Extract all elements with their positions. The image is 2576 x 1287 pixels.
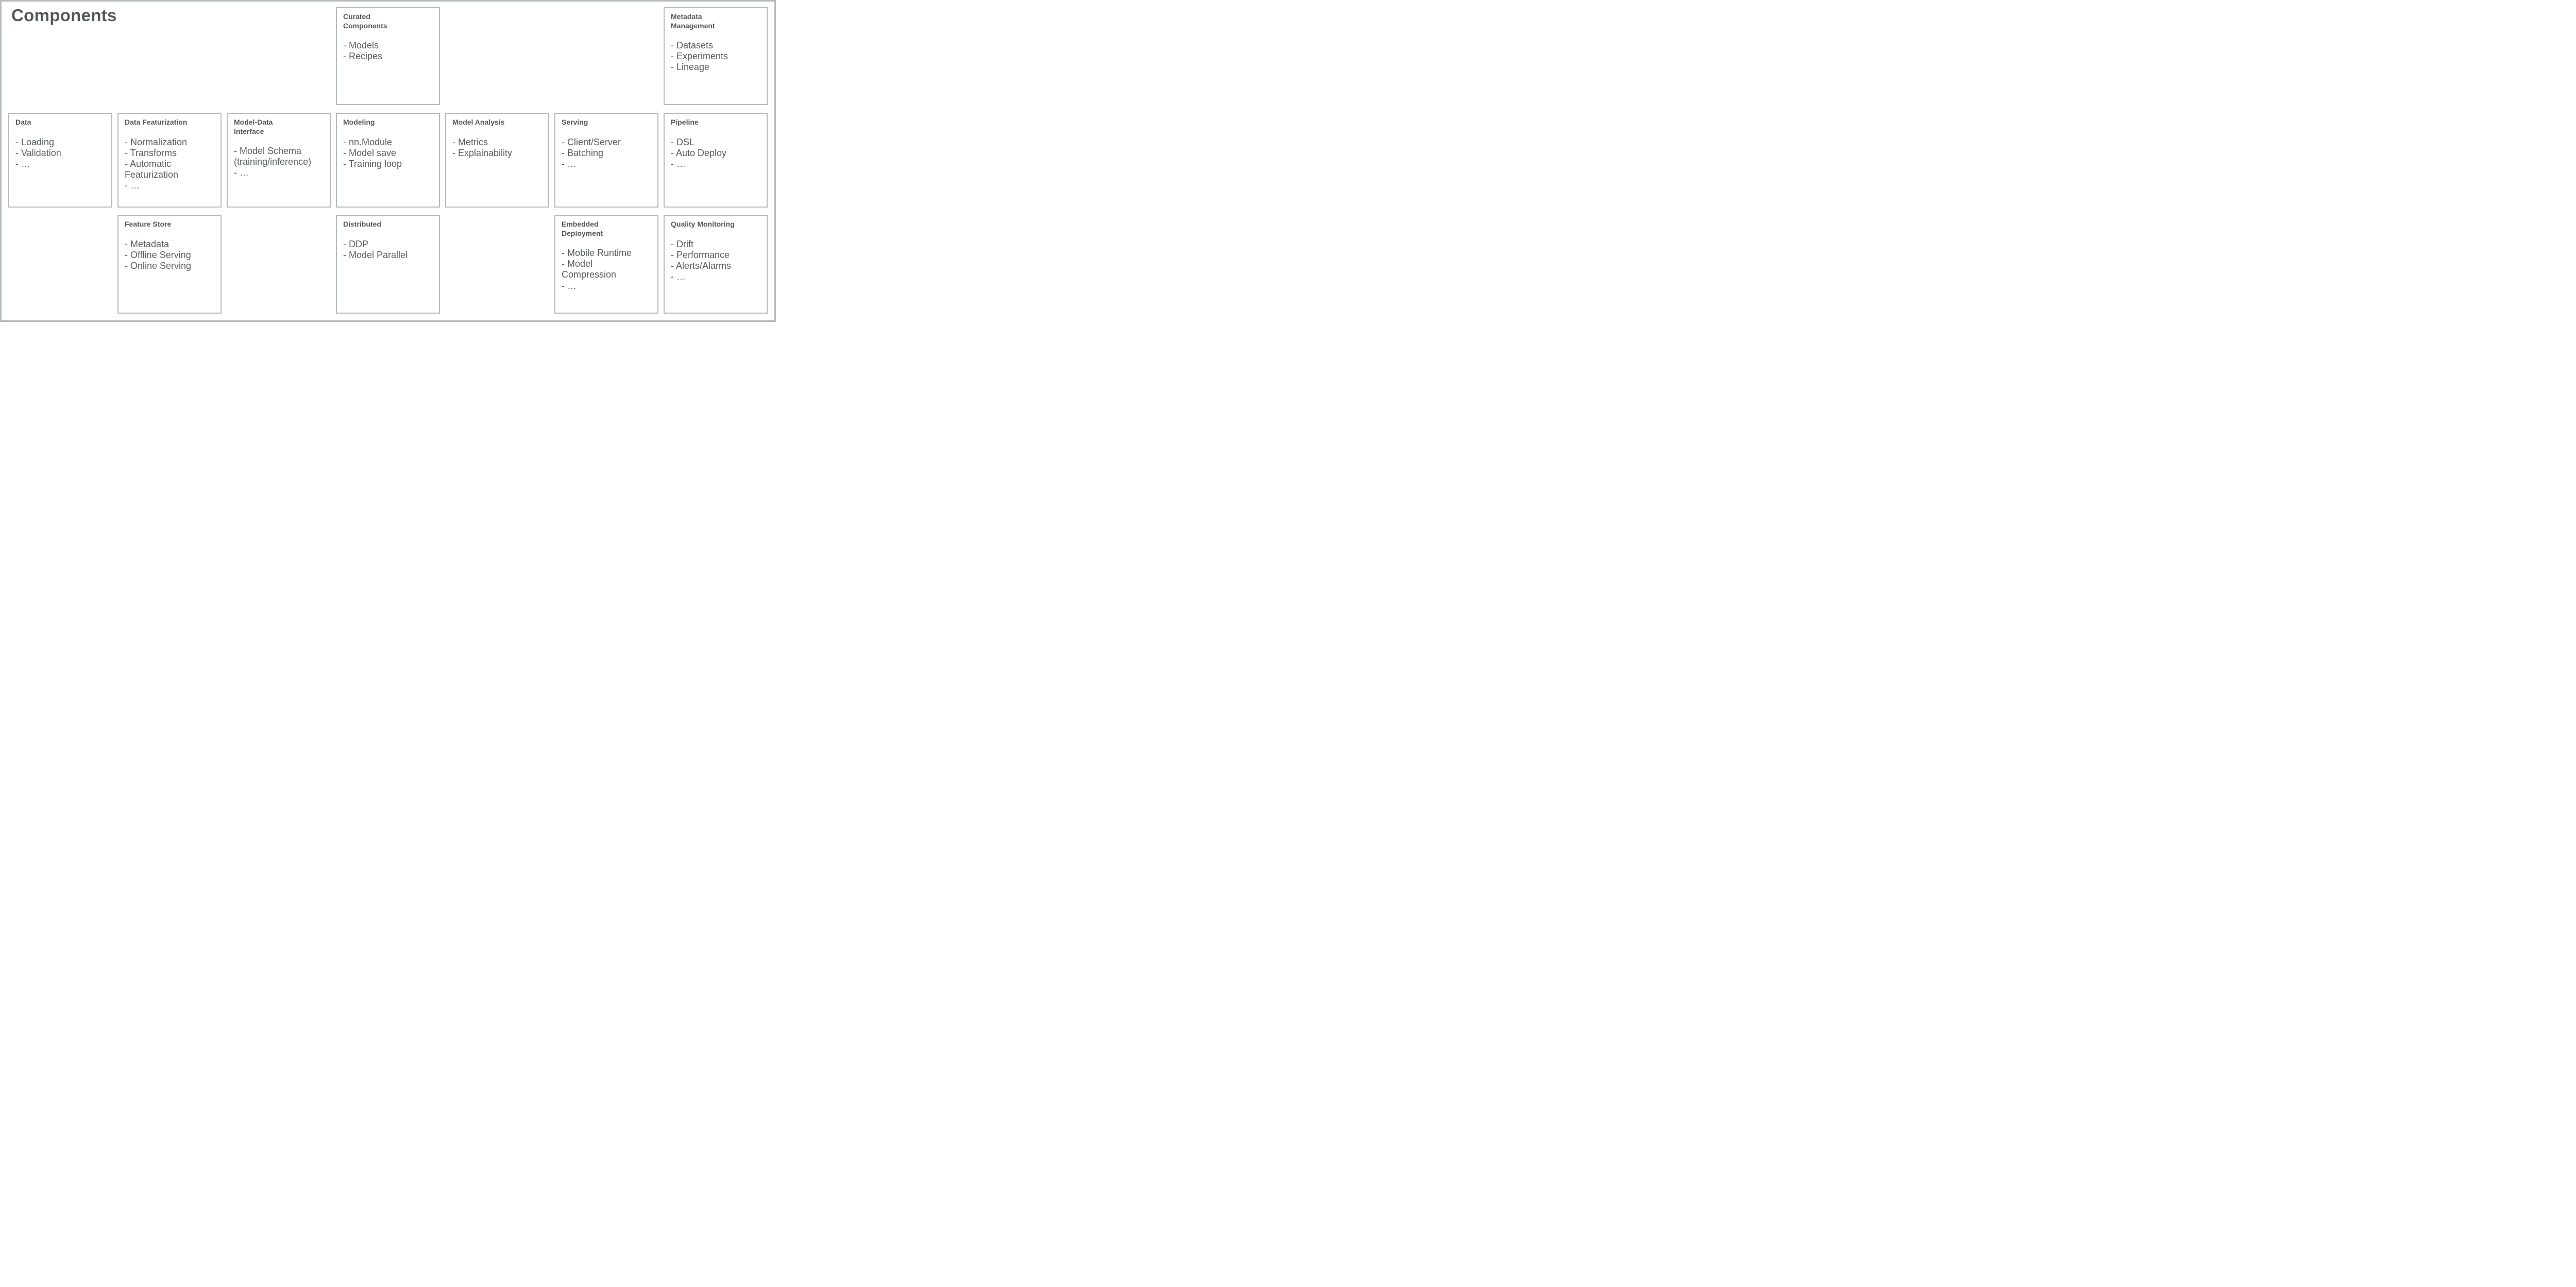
list-item: - Metrics — [452, 136, 488, 147]
component-box-serving: Serving - Client/Server- Batching- … — [554, 113, 658, 208]
component-box-distributed: Distributed - DDP- Model Parallel — [336, 215, 440, 314]
list-item: - … — [671, 158, 686, 169]
list-item: - Performance — [671, 249, 730, 260]
box-item-list: - Metadata- Offline Serving- Online Serv… — [125, 239, 214, 272]
list-item: - Metadata — [125, 238, 170, 249]
list-item: - Online Serving — [125, 260, 192, 271]
component-box-data-featurization: Data Featurization - Normalization- Tran… — [117, 113, 222, 208]
box-item-list: - Mobile Runtime- Model Compression- … — [562, 248, 651, 291]
list-item: - Training loop — [343, 158, 402, 169]
list-item: - Model save — [343, 147, 397, 158]
list-item: - Offline Serving — [125, 249, 191, 260]
component-box-data: Data - Loading- Validation- … — [8, 113, 112, 208]
list-item: - Recipes — [343, 51, 383, 62]
list-item: - nn.Module — [343, 136, 393, 147]
box-item-list: - Metrics- Explainability — [452, 137, 542, 159]
list-item: - Auto Deploy — [671, 147, 727, 158]
component-box-pipeline: Pipeline - DSL- Auto Deploy- … — [664, 113, 768, 208]
box-item-list: - Normalization- Transforms- Automatic F… — [125, 137, 214, 192]
list-item: - Loading — [15, 136, 55, 147]
list-item: - Explainability — [452, 147, 513, 158]
component-box-feature-store: Feature Store - Metadata- Offline Servin… — [117, 215, 222, 314]
component-box-embedded-deployment: Embedded Deployment - Mobile Runtime- Mo… — [554, 215, 658, 314]
box-title: Pipeline — [671, 118, 699, 126]
box-item-list: - Model Schema (training/inference)- … — [234, 146, 324, 179]
list-item: - Alerts/Alarms — [671, 260, 732, 271]
box-title: Model-Data Interface — [234, 118, 273, 135]
box-title: Data Featurization — [125, 118, 188, 126]
list-item: - Model Compression — [562, 259, 617, 280]
box-item-list: - Client/Server- Batching- … — [562, 137, 651, 170]
list-item: - … — [671, 271, 686, 282]
box-title: Metadata Management — [671, 12, 715, 30]
page-title: Components — [11, 6, 117, 25]
list-item: - Batching — [562, 147, 604, 158]
box-item-list: - Loading- Validation- … — [15, 137, 105, 170]
components-diagram: Components Curated Components - Models- … — [0, 0, 776, 322]
box-item-list: - nn.Module- Model save- Training loop — [343, 137, 433, 170]
list-item: - … — [562, 280, 577, 291]
component-box-metadata-management: Metadata Management - Datasets- Experime… — [664, 7, 768, 105]
list-item: - … — [15, 158, 30, 169]
box-title: Embedded Deployment — [562, 220, 603, 237]
box-title: Distributed — [343, 220, 381, 228]
list-item: - Automatic Featurization — [125, 158, 179, 180]
list-item: - Model Parallel — [343, 249, 408, 260]
list-item: - DDP — [343, 238, 368, 249]
list-item: - Lineage — [671, 62, 710, 73]
list-item: - Drift — [671, 238, 693, 249]
box-title: Model Analysis — [452, 118, 505, 126]
list-item: - … — [562, 158, 577, 169]
box-title: Modeling — [343, 118, 375, 126]
list-item: - Client/Server — [562, 136, 621, 147]
box-title: Quality Monitoring — [671, 220, 735, 228]
component-box-modeling: Modeling - nn.Module- Model save- Traini… — [336, 113, 440, 208]
component-box-curated-components: Curated Components - Models- Recipes — [336, 7, 440, 105]
list-item: - … — [234, 167, 249, 178]
component-box-model-analysis: Model Analysis - Metrics- Explainability — [445, 113, 549, 208]
component-box-model-data-interface: Model-Data Interface - Model Schema (tra… — [227, 113, 331, 208]
list-item: - Model Schema (training/inference) — [234, 146, 312, 167]
list-item: - Models — [343, 40, 379, 50]
box-item-list: - Datasets- Experiments- Lineage — [671, 40, 760, 73]
list-item: - Validation — [15, 147, 61, 158]
box-title: Feature Store — [125, 220, 172, 228]
box-item-list: - Models- Recipes — [343, 40, 433, 62]
list-item: - DSL — [671, 136, 695, 147]
component-box-quality-monitoring: Quality Monitoring - Drift- Performance-… — [664, 215, 768, 314]
box-title: Data — [15, 118, 31, 126]
list-item: - … — [125, 180, 140, 191]
box-item-list: - Drift- Performance- Alerts/Alarms- … — [671, 239, 760, 283]
list-item: - Mobile Runtime — [562, 248, 632, 258]
list-item: - Transforms — [125, 147, 177, 158]
box-title: Serving — [562, 118, 588, 126]
box-title: Curated Components — [343, 12, 387, 30]
list-item: - Datasets — [671, 40, 714, 50]
box-item-list: - DDP- Model Parallel — [343, 239, 433, 261]
list-item: - Experiments — [671, 51, 728, 62]
list-item: - Normalization — [125, 136, 188, 147]
box-item-list: - DSL- Auto Deploy- … — [671, 137, 760, 170]
